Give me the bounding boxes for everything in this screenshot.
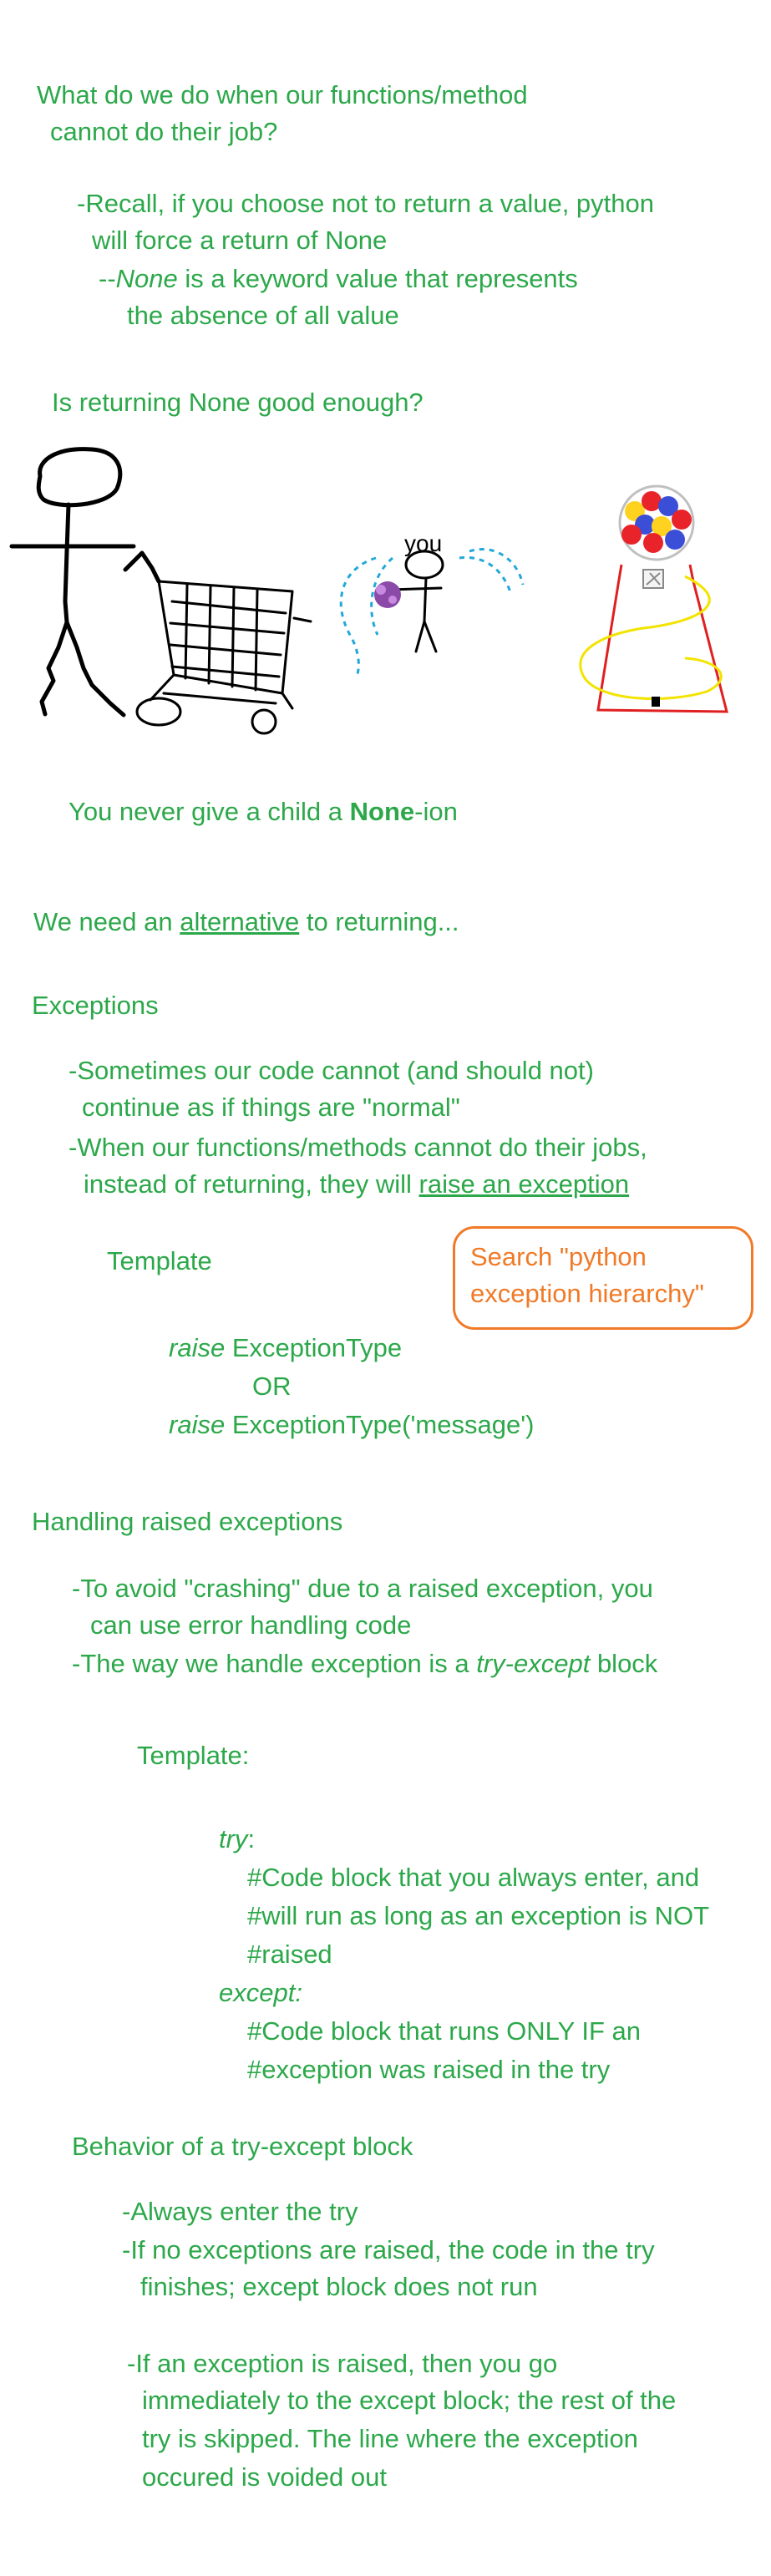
child-figure xyxy=(389,550,444,653)
exceptions-line1: -Sometimes our code cannot (and should n… xyxy=(68,1056,594,1085)
except-comment-1: #Code block that runs ONLY IF an xyxy=(247,2016,641,2046)
try-template-heading: Template: xyxy=(137,1741,250,1770)
exceptions-line4-pre: instead of returning, they will xyxy=(84,1169,419,1199)
try-colon: : xyxy=(247,1824,256,1853)
behavior-line3: finishes; except block does not run xyxy=(140,2272,538,2301)
joke-pre: You never give a child a xyxy=(68,797,350,826)
recall-line1: -Recall, if you choose not to return a v… xyxy=(77,189,655,218)
handling-line3-pre: -The way we handle exception is a xyxy=(72,1649,477,1678)
try-except-word: try-except xyxy=(476,1649,591,1678)
handling-line1: -To avoid "crashing" due to a raised exc… xyxy=(72,1574,653,1603)
you-label: you xyxy=(404,530,442,556)
except-keyword: except: xyxy=(219,1978,302,2007)
alt-post: to returning... xyxy=(299,907,459,936)
callout-line2: exception hierarchy" xyxy=(470,1279,704,1308)
exceptions-line2: continue as if things are "normal" xyxy=(82,1093,460,1122)
handling-line3-post: block xyxy=(590,1649,658,1678)
behavior-line5: immediately to the except block; the res… xyxy=(142,2386,677,2415)
alt-pre: We need an xyxy=(33,907,180,936)
handling-heading: Handling raised exceptions xyxy=(32,1507,343,1536)
raise-keyword-2: raise xyxy=(169,1410,226,1439)
none-note-line1: --None is a keyword value that represent… xyxy=(99,261,578,297)
handling-line2: can use error handling code xyxy=(90,1610,412,1640)
exceptions-line4: instead of returning, they will raise an… xyxy=(84,1166,629,1203)
alternative-line: We need an alternative to returning... xyxy=(33,904,459,941)
none-ion-joke: You never give a child a None-ion xyxy=(68,794,458,830)
comic-drawing: you xyxy=(9,447,728,735)
handling-line3: -The way we handle exception is a try-ex… xyxy=(72,1645,657,1682)
alt-word: alternative xyxy=(180,907,300,936)
raise-exception-message: ExceptionType('message') xyxy=(225,1410,535,1439)
exceptions-heading: Exceptions xyxy=(32,991,159,1020)
behavior-line1: -Always enter the try xyxy=(122,2197,358,2226)
raise-template-b: raise ExceptionType('message') xyxy=(169,1407,534,1443)
none-note-rest: is a keyword value that represents xyxy=(177,264,578,293)
except-comment-2: #exception was raised in the try xyxy=(247,2055,611,2084)
try-comment-1: #Code block that you always enter, and xyxy=(247,1863,700,1892)
exceptions-line3: -When our functions/methods cannot do th… xyxy=(68,1133,647,1162)
raise-keyword: raise xyxy=(169,1333,226,1362)
try-keyword: try xyxy=(219,1824,248,1853)
try-keyword-line: try: xyxy=(219,1821,255,1858)
intro-question-line2: cannot do their job? xyxy=(50,117,278,146)
behavior-line4: -If an exception is raised, then you go xyxy=(127,2349,558,2378)
none-note-dash: -- xyxy=(99,264,116,293)
intro-question-line1: What do we do when our functions/method xyxy=(37,80,528,109)
search-callout: Search "python exception hierarchy" xyxy=(453,1226,753,1330)
stick-figure-with-cart xyxy=(9,447,161,718)
raise-an-exception: raise an exception xyxy=(418,1169,630,1199)
joke-bold: None xyxy=(349,797,415,826)
behavior-line2: -If no exceptions are raised, the code i… xyxy=(122,2235,655,2264)
behavior-line7: occured is voided out xyxy=(142,2462,387,2492)
behavior-line6: try is skipped. The line where the excep… xyxy=(142,2424,638,2453)
try-comment-2: #will run as long as an exception is NOT xyxy=(247,1901,710,1930)
shopping-cart xyxy=(135,580,312,735)
callout-line1: Search "python xyxy=(470,1242,647,1271)
template-heading: Template xyxy=(107,1246,212,1275)
raise-exception-type: ExceptionType xyxy=(225,1333,403,1362)
none-keyword: None xyxy=(115,264,178,293)
none-note-line2: the absence of all value xyxy=(127,301,399,330)
gumball-machine xyxy=(579,484,728,713)
try-comment-3: #raised xyxy=(247,1940,332,1969)
spray-lines xyxy=(339,548,525,679)
recall-line2: will force a return of None xyxy=(92,226,388,255)
joke-post: -ion xyxy=(414,797,458,826)
returning-none-question: Is returning None good enough? xyxy=(52,388,424,417)
raise-template-a: raise ExceptionType xyxy=(169,1330,402,1367)
behavior-heading: Behavior of a try-except block xyxy=(72,2132,413,2161)
candy-icon xyxy=(374,581,401,608)
or-label: OR xyxy=(252,1372,292,1401)
